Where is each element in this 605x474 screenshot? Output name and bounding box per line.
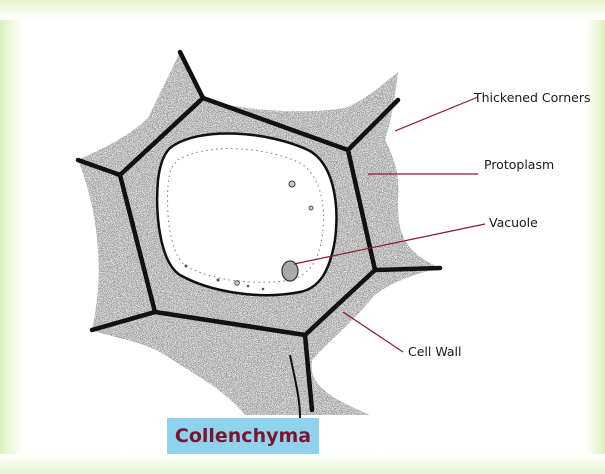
label-vacuole: Vacuole bbox=[489, 217, 538, 230]
label-protoplasm: Protoplasm bbox=[484, 159, 554, 172]
wall-right bbox=[375, 268, 440, 270]
pointer-cell-wall bbox=[343, 312, 403, 352]
pointer-thickened-corners bbox=[395, 97, 478, 131]
granule bbox=[309, 206, 313, 210]
granule bbox=[247, 285, 250, 288]
granule bbox=[235, 281, 240, 286]
granule bbox=[262, 288, 265, 291]
protoplasm bbox=[157, 133, 336, 295]
diagram-title: Collenchyma bbox=[175, 425, 311, 447]
granule bbox=[185, 265, 188, 268]
granule bbox=[217, 279, 220, 282]
granule bbox=[289, 181, 295, 187]
label-cell-wall: Cell Wall bbox=[408, 346, 462, 359]
label-thickened-corners: Thickened Corners bbox=[474, 92, 590, 105]
title-box: Collenchyma bbox=[167, 418, 319, 454]
